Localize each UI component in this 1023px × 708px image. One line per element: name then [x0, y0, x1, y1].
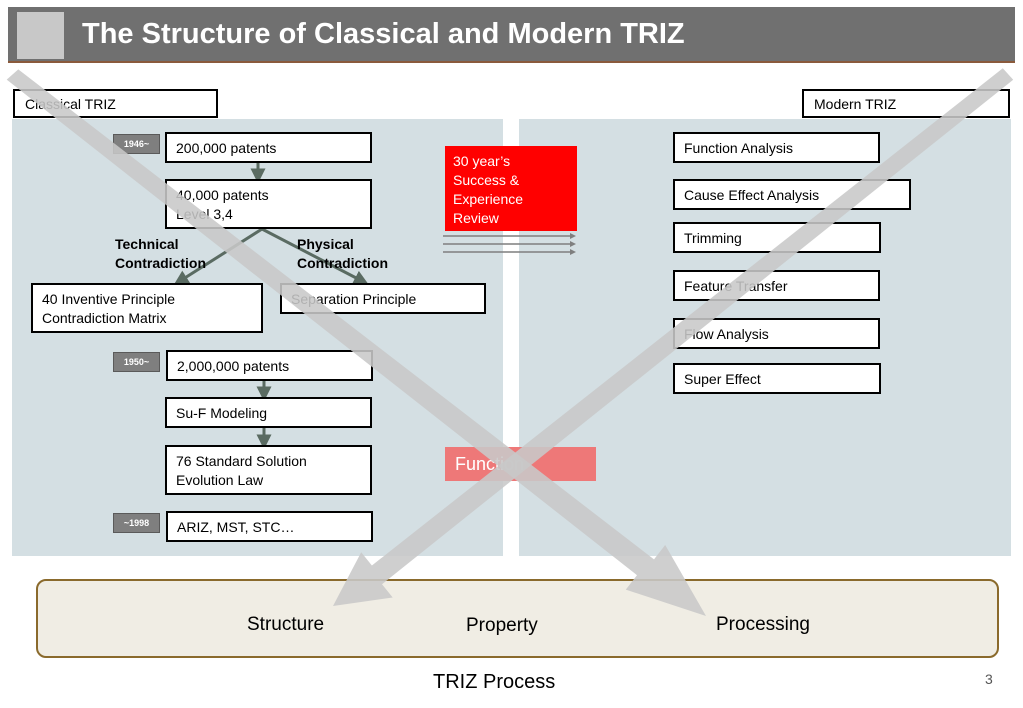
modern-item-function-analysis: Function Analysis [673, 132, 880, 163]
triz-process-box [36, 579, 999, 658]
box-inventive-principle: 40 Inventive Principle Contradiction Mat… [31, 283, 263, 333]
process-processing: Processing [716, 614, 810, 635]
box-40k-line1: 40,000 patents [176, 187, 269, 203]
box-separation-principle: Separation Principle [280, 283, 486, 314]
inventive-line1: 40 Inventive Principle [42, 291, 176, 307]
review-box: 30 year’s Success & Experience Review [445, 146, 577, 231]
physical-line1: Physical [297, 236, 354, 252]
box-suf-modeling: Su-F Modeling [165, 397, 372, 428]
box-ariz: ARIZ, MST, STC… [166, 511, 373, 542]
year-badge-1950: 1950~ [113, 352, 160, 372]
standard-line2: Evolution Law [176, 472, 264, 488]
title-square-decoration [17, 12, 64, 59]
cross-arrow-to-structure [333, 68, 1014, 607]
technical-contradiction-label: Technical Contradiction [115, 235, 206, 273]
page-title: The Structure of Classical and Modern TR… [82, 18, 685, 50]
arrow-to-separation [261, 227, 369, 285]
standard-line1: 76 Standard Solution [176, 453, 307, 469]
review-line1: 30 year’s [453, 153, 511, 169]
process-property: Property [466, 615, 538, 636]
box-76-standard: 76 Standard Solution Evolution Law [165, 445, 372, 495]
box-2m-patents: 2,000,000 patents [166, 350, 373, 381]
technical-line1: Technical [115, 236, 179, 252]
cross-arrow-to-processing [6, 69, 706, 616]
box-200k-patents: 200,000 patents [165, 132, 372, 163]
physical-contradiction-label: Physical Contradiction [297, 235, 388, 273]
process-structure: Structure [247, 614, 325, 635]
review-line2: Success & [453, 172, 520, 188]
title-bar [8, 7, 1015, 63]
modern-item-super-effect: Super Effect [673, 363, 881, 394]
review-line3: Experience [453, 191, 524, 207]
year-badge-1946: 1946~ [113, 134, 160, 154]
year-badge-1998: ~1998 [113, 513, 160, 533]
footer-title: TRIZ Process [433, 671, 556, 693]
page-number: 3 [985, 671, 993, 687]
review-line4: Review [453, 210, 499, 226]
inventive-line2: Contradiction Matrix [42, 310, 167, 326]
arrow-to-inventive [173, 227, 263, 286]
physical-line2: Contradiction [297, 255, 388, 271]
technical-line2: Contradiction [115, 255, 206, 271]
